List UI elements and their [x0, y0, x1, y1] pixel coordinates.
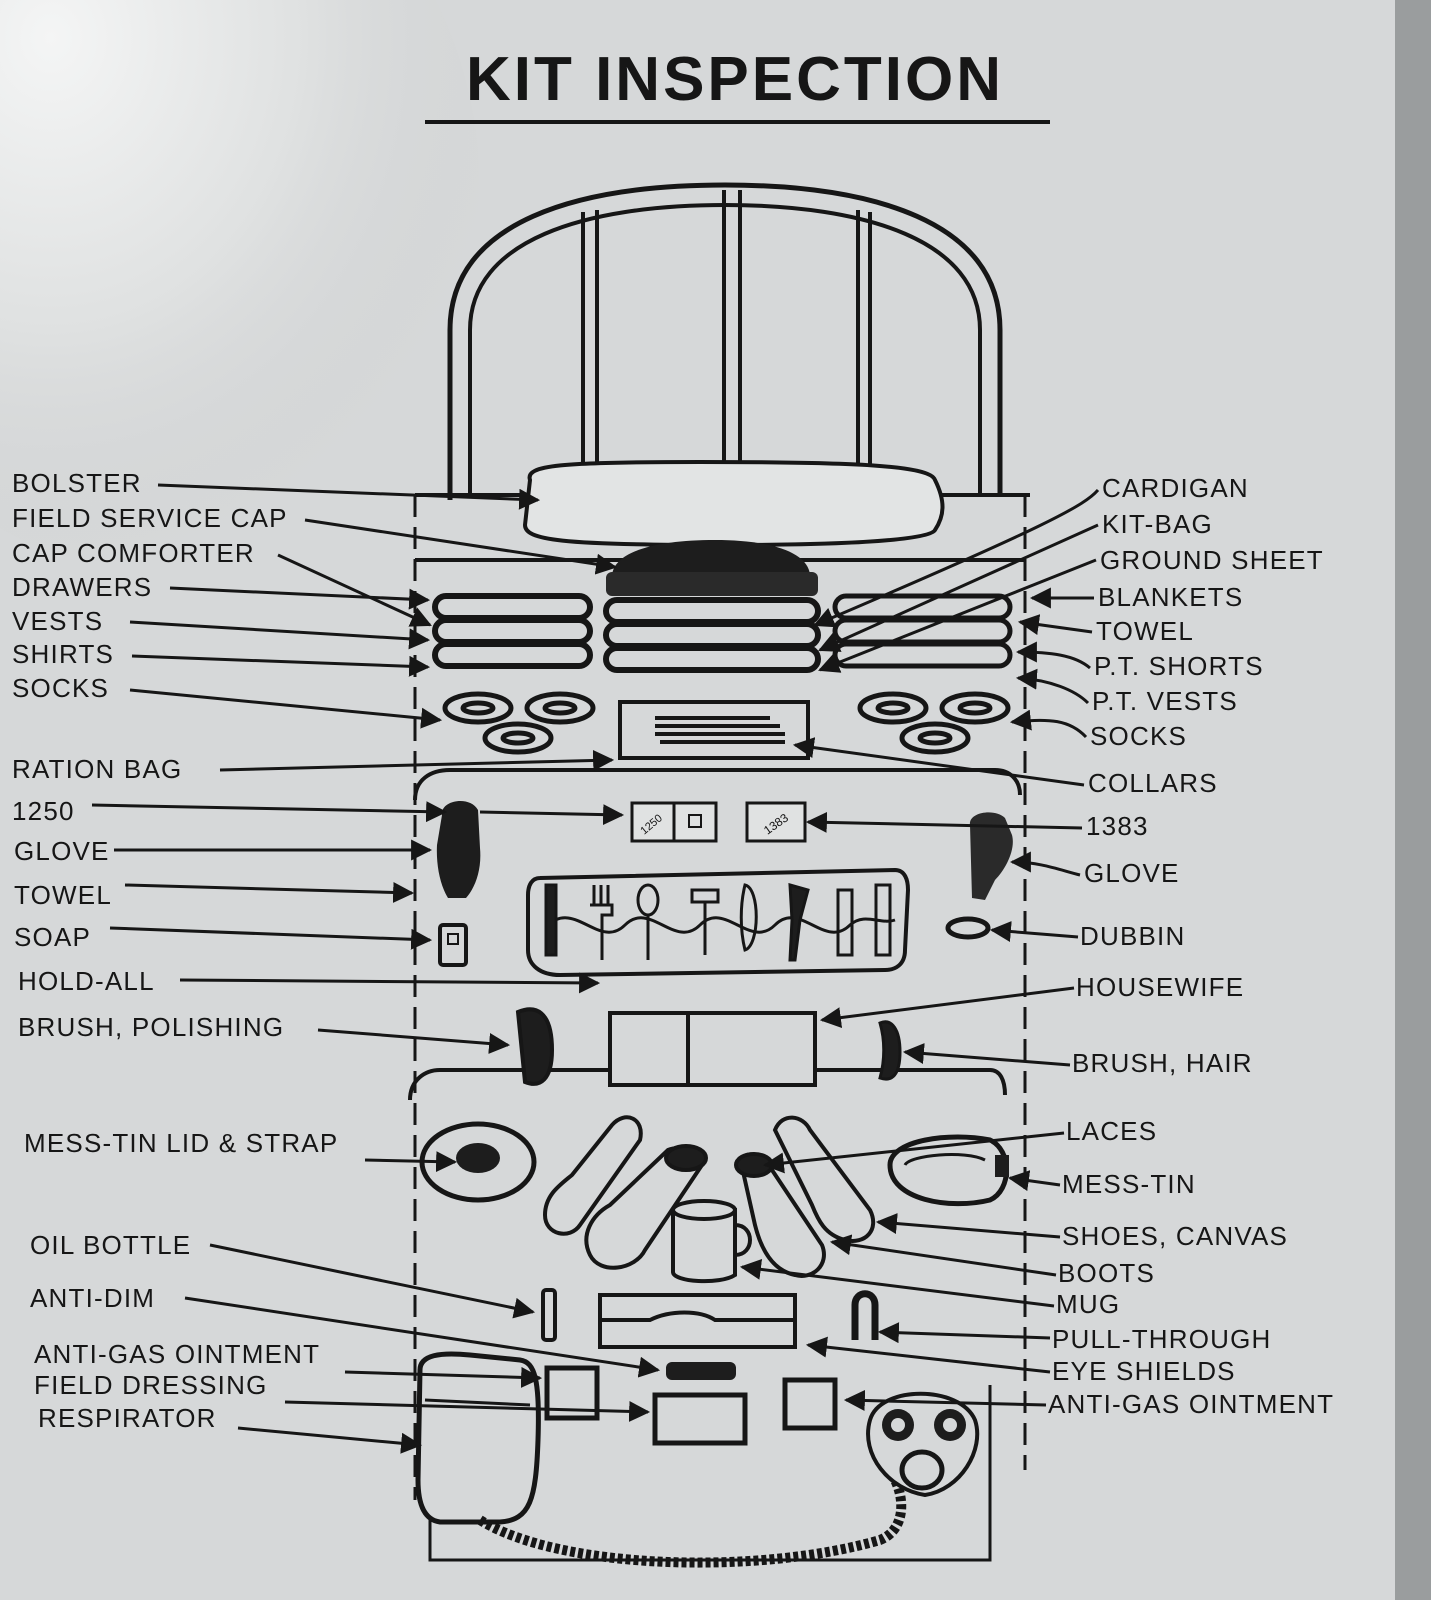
brush-polishing — [515, 1007, 555, 1086]
label-laces: LACES — [1066, 1116, 1157, 1146]
bolster — [522, 459, 945, 548]
label-hold-all: HOLD-ALL — [18, 966, 155, 996]
label-shirts: SHIRTS — [12, 639, 114, 669]
label-pt-vests: P.T. VESTS — [1092, 686, 1238, 716]
left-clothes-stack — [432, 593, 593, 669]
label-pt-shorts: P.T. SHORTS — [1094, 651, 1264, 681]
label-blankets: BLANKETS — [1098, 582, 1243, 612]
label-collars: COLLARS — [1088, 768, 1218, 798]
anti-dim — [666, 1362, 736, 1380]
label-shoes-canvas: SHOES, CANVAS — [1062, 1221, 1288, 1251]
collars — [655, 716, 785, 744]
label-field-service-cap: FIELD SERVICE CAP — [12, 503, 288, 533]
brush-hair — [878, 1020, 902, 1081]
label-anti-dim: ANTI-DIM — [30, 1283, 155, 1313]
mess-tin — [887, 1134, 1009, 1207]
label-vests: VESTS — [12, 606, 103, 636]
right-labels: CARDIGAN KIT-BAG GROUND SHEET BLANKETS T… — [1048, 473, 1334, 1419]
housewife — [608, 1011, 817, 1087]
field-service-cap — [612, 540, 810, 575]
kit-card-left-stamp — [688, 814, 702, 828]
shoes-canvas — [542, 1115, 876, 1243]
pull-through — [851, 1290, 879, 1340]
label-mess-tin: MESS-TIN — [1062, 1169, 1196, 1199]
eye-shields — [598, 1293, 797, 1349]
field-dressing — [652, 1392, 748, 1446]
label-glove-right: GLOVE — [1084, 858, 1180, 888]
label-ration-bag: RATION BAG — [12, 754, 182, 784]
label-socks-right: SOCKS — [1090, 721, 1187, 751]
label-mess-tin-lid-strap: MESS-TIN LID & STRAP — [24, 1128, 338, 1158]
mug — [671, 1199, 752, 1284]
hold-all — [526, 867, 911, 978]
socks-right — [857, 691, 1011, 755]
label-dubbin: DUBBIN — [1080, 921, 1185, 951]
right-edge-shadow — [1395, 0, 1431, 1600]
label-towel-left: TOWEL — [14, 880, 112, 910]
light-glare — [0, 0, 480, 570]
label-1250: 1250 — [12, 796, 75, 826]
hold-all-contents — [544, 882, 892, 962]
label-1383: 1383 — [1086, 811, 1149, 841]
label-brush-polishing: BRUSH, POLISHING — [18, 1012, 284, 1042]
label-housewife: HOUSEWIFE — [1076, 972, 1244, 1002]
kit-card-right — [745, 801, 807, 843]
label-soap: SOAP — [14, 922, 91, 952]
label-towel-right: TOWEL — [1096, 616, 1194, 646]
label-anti-gas-ointment-right: ANTI-GAS OINTMENT — [1048, 1389, 1334, 1419]
dubbin-tin — [945, 916, 991, 940]
left-labels: BOLSTER FIELD SERVICE CAP CAP COMFORTER … — [12, 468, 338, 1433]
label-kit-bag: KIT-BAG — [1102, 509, 1213, 539]
label-drawers: DRAWERS — [12, 572, 152, 602]
oil-bottle — [541, 1288, 557, 1342]
hold-all-strap — [546, 916, 896, 934]
label-bolster: BOLSTER — [12, 468, 142, 498]
label-mug: MUG — [1056, 1289, 1120, 1319]
page-title: KIT INSPECTION — [466, 45, 1004, 114]
label-glove-left: GLOVE — [14, 836, 110, 866]
anti-gas-ointment-right — [782, 1377, 838, 1431]
glove-left — [436, 800, 481, 898]
label-ground-sheet: GROUND SHEET — [1100, 545, 1324, 575]
label-brush-hair: BRUSH, HAIR — [1072, 1048, 1253, 1078]
respirator-hose — [477, 1477, 907, 1568]
ration-bag — [618, 700, 810, 760]
label-socks-left: SOCKS — [12, 673, 109, 703]
label-cap-comforter: CAP COMFORTER — [12, 538, 255, 568]
respirator-haversack — [415, 1351, 541, 1525]
label-boots: BOOTS — [1058, 1258, 1155, 1288]
leader-arrows — [91, 483, 1100, 1454]
label-pull-through: PULL-THROUGH — [1052, 1324, 1272, 1354]
label-field-dressing: FIELD DRESSING — [34, 1370, 268, 1400]
gas-mask — [866, 1391, 980, 1498]
centre-clothes-stack — [603, 597, 821, 673]
label-anti-gas-ointment-left: ANTI-GAS OINTMENT — [34, 1339, 320, 1369]
right-clothes-stack — [832, 593, 1013, 669]
label-cardigan: CARDIGAN — [1102, 473, 1249, 503]
glove-right — [969, 812, 1013, 900]
socks-left — [442, 691, 596, 755]
label-respirator: RESPIRATOR — [38, 1403, 217, 1433]
label-eye-shields: EYE SHIELDS — [1052, 1356, 1236, 1386]
cap-comforter — [606, 572, 818, 596]
label-oil-bottle: OIL BOTTLE — [30, 1230, 191, 1260]
